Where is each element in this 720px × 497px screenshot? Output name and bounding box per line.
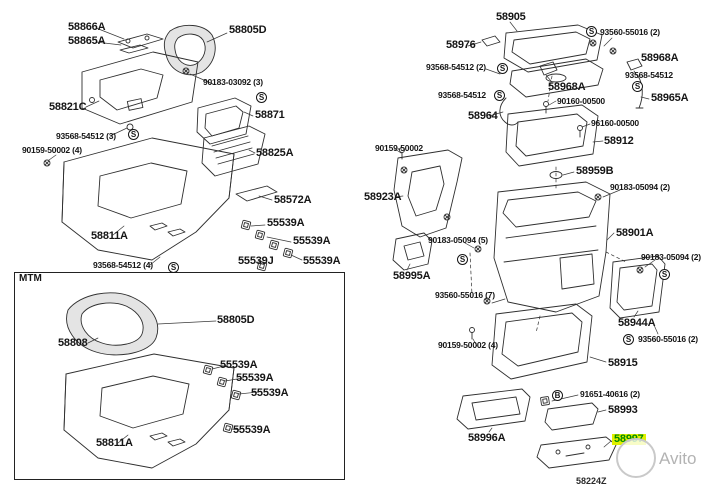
part-number-label: 58912	[604, 135, 634, 147]
part-number-label: 58805D	[217, 314, 255, 326]
part-number-label: 90183-03092 (3)	[203, 77, 263, 87]
part-number-label: 55539A	[293, 235, 331, 247]
part-number-label: 90159-50002 (4)	[22, 145, 82, 155]
part-number-label: 93568-54512 (3)	[56, 131, 116, 141]
part-number-label: 58995A	[393, 270, 431, 282]
s-standard-part-symbol: S	[168, 262, 179, 273]
s-standard-part-symbol: S	[632, 81, 643, 92]
part-number-label: 58865A	[68, 35, 106, 47]
leader-lines	[48, 21, 659, 448]
part-number-label: 58805D	[229, 24, 267, 36]
part-number-label: 90183-05094 (5)	[428, 235, 488, 245]
part-number-label: 91651-40616 (2)	[580, 389, 640, 399]
diagram-code: 58224Z	[576, 476, 607, 486]
part-number-label: 58944A	[618, 317, 656, 329]
part-number-label: 93568-54512 (4)	[93, 260, 153, 270]
part-number-label: 55539A	[236, 372, 274, 384]
part-number-label: 58968A	[548, 81, 586, 93]
s-standard-part-symbol: S	[659, 269, 670, 280]
part-number-label: 58965A	[651, 92, 689, 104]
part-number-label: 90183-05094 (2)	[610, 182, 670, 192]
b-standard-part-symbol: B	[552, 390, 563, 401]
part-number-label: 55539A	[267, 217, 305, 229]
part-number-label: 58964	[468, 110, 498, 122]
s-standard-part-symbol: S	[256, 92, 267, 103]
s-standard-part-symbol: S	[128, 129, 139, 140]
part-number-label: 93568-54512	[625, 70, 673, 80]
part-number-label: 58871	[255, 109, 285, 121]
part-number-label: 58923A	[364, 191, 402, 203]
upper-console-art	[43, 24, 294, 272]
part-number-label: 58915	[608, 357, 638, 369]
rear-console-art	[392, 24, 666, 469]
part-number-label: 58866A	[68, 21, 106, 33]
part-number-label: 58901A	[616, 227, 654, 239]
alignment-dashes	[469, 75, 627, 334]
part-number-label: 90183-05094 (2)	[641, 252, 701, 262]
part-number-label: 55539A	[220, 359, 258, 371]
part-number-label: 93560-55016 (2)	[600, 27, 660, 37]
part-number-label: 58976	[446, 39, 476, 51]
s-standard-part-symbol: S	[623, 334, 634, 345]
avito-watermark-icon	[616, 438, 656, 478]
part-number-label: 55539A	[303, 255, 341, 267]
part-number-label: 55539A	[233, 424, 271, 436]
s-standard-part-symbol: S	[494, 90, 505, 101]
part-number-label: 55539J	[238, 255, 274, 267]
part-number-label: 93568-54512	[438, 90, 486, 100]
part-number-label: 55539A	[251, 387, 289, 399]
part-number-label: 93560-55016 (7)	[435, 290, 495, 300]
part-number-label: 58572A	[274, 194, 312, 206]
part-number-label: 58811A	[91, 230, 128, 242]
mtm-console-art	[63, 292, 242, 469]
part-number-label: 58959B	[576, 165, 614, 177]
part-number-label: 93568-54512 (2)	[426, 62, 486, 72]
part-number-label: 58825A	[256, 147, 294, 159]
s-standard-part-symbol: S	[457, 254, 468, 265]
part-number-label: 90159-50002	[375, 143, 423, 153]
part-number-label: 96160-00500	[591, 118, 639, 128]
part-number-label: 90159-50002 (4)	[438, 340, 498, 350]
s-standard-part-symbol: S	[586, 26, 597, 37]
mtm-section-box	[14, 272, 345, 480]
part-number-label: 90160-00500	[557, 96, 605, 106]
part-number-label: 58811A	[96, 437, 133, 449]
mtm-section-label: MTM	[17, 273, 44, 284]
part-number-label: 58996A	[468, 432, 506, 444]
avito-watermark-text: Avito	[659, 449, 697, 468]
part-number-label: 58808	[58, 337, 88, 349]
part-number-label: 58821C	[49, 101, 87, 113]
part-number-label: 58905	[496, 11, 526, 23]
part-number-label: 93560-55016 (2)	[638, 334, 698, 344]
part-number-label: 58968A	[641, 52, 679, 64]
part-number-label: 58993	[608, 404, 638, 416]
s-standard-part-symbol: S	[497, 63, 508, 74]
